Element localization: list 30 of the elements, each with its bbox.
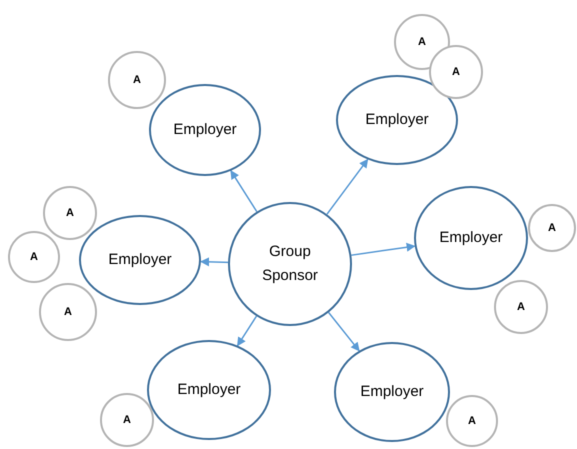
arrow bbox=[326, 158, 368, 215]
node-label: A bbox=[452, 65, 460, 80]
small-circle bbox=[8, 231, 60, 283]
node-label: A bbox=[517, 300, 525, 315]
arrow bbox=[351, 242, 416, 256]
node-label: A bbox=[123, 413, 131, 428]
small-circle bbox=[528, 204, 576, 252]
node-label: A bbox=[133, 73, 141, 88]
small-circle bbox=[494, 280, 548, 334]
small-circle bbox=[429, 45, 483, 99]
arrow bbox=[230, 170, 258, 212]
node-label: A bbox=[468, 414, 476, 429]
small-circle bbox=[446, 395, 498, 447]
node-label: A bbox=[30, 250, 38, 265]
node-label: A bbox=[548, 221, 556, 236]
arrow bbox=[200, 257, 228, 266]
node-label: Group Sponsor bbox=[261, 242, 319, 286]
small-circle bbox=[43, 186, 97, 240]
node-label: Employer bbox=[439, 228, 503, 248]
node-label: A bbox=[64, 305, 72, 320]
node-label: Employer bbox=[177, 380, 241, 400]
node-label: A bbox=[66, 206, 74, 221]
node-label: Employer bbox=[173, 120, 237, 140]
node-label: Employer bbox=[108, 250, 172, 270]
arrow bbox=[236, 316, 258, 346]
small-circle bbox=[100, 393, 154, 447]
node-label: Employer bbox=[360, 382, 424, 402]
node-label: A bbox=[418, 35, 426, 50]
arrow bbox=[328, 312, 360, 352]
node-label: Employer bbox=[365, 110, 429, 130]
